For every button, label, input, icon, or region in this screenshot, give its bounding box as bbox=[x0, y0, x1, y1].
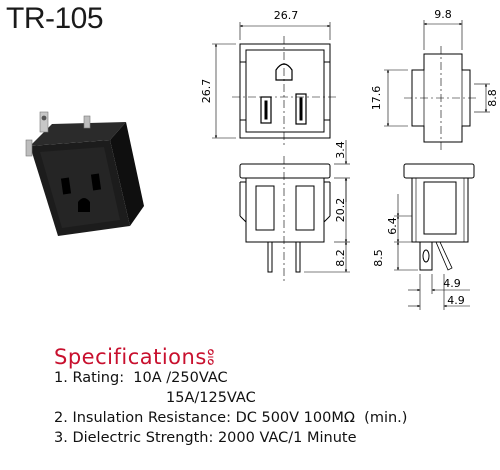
dim-pin-length: 8.2 bbox=[334, 249, 347, 267]
product-photo bbox=[25, 111, 144, 236]
spec-insulation: 2. Insulation Resistance: DC 500V 100MΩ … bbox=[54, 410, 408, 426]
product-title: TR-105 bbox=[6, 2, 104, 35]
spec-dielectric: 3. Dielectric Strength: 2000 VAC/1 Minut… bbox=[54, 430, 357, 446]
specifications-heading: Specifications༔ bbox=[54, 345, 216, 369]
dim-side-inner: 8.8 bbox=[486, 89, 499, 107]
dim-front-height: 26.7 bbox=[200, 79, 213, 104]
side-top-view bbox=[384, 20, 490, 150]
dim-pin-spacing-a: 4.9 bbox=[443, 277, 461, 290]
dim-side-upper: 6.4 bbox=[386, 217, 399, 235]
dim-side-top-width: 9.8 bbox=[434, 8, 452, 21]
spec-rating-2: 15A/125VAC bbox=[166, 390, 256, 406]
dim-side-height: 17.6 bbox=[370, 86, 383, 111]
dim-body-height: 20.2 bbox=[334, 198, 347, 223]
dim-front-width: 26.7 bbox=[274, 9, 299, 22]
dim-flange: 3.4 bbox=[334, 141, 347, 159]
front-view bbox=[212, 22, 338, 146]
dim-pin-spacing-b: 4.9 bbox=[447, 294, 465, 307]
technical-drawings: 26.7 26.7 9.8 17.6 8.8 bbox=[25, 8, 499, 310]
front-elevation bbox=[239, 140, 350, 284]
side-elevation bbox=[394, 163, 475, 310]
dim-side-pin: 8.5 bbox=[372, 249, 385, 267]
spec-rating: 1. Rating: 10A /250VAC bbox=[54, 370, 228, 386]
